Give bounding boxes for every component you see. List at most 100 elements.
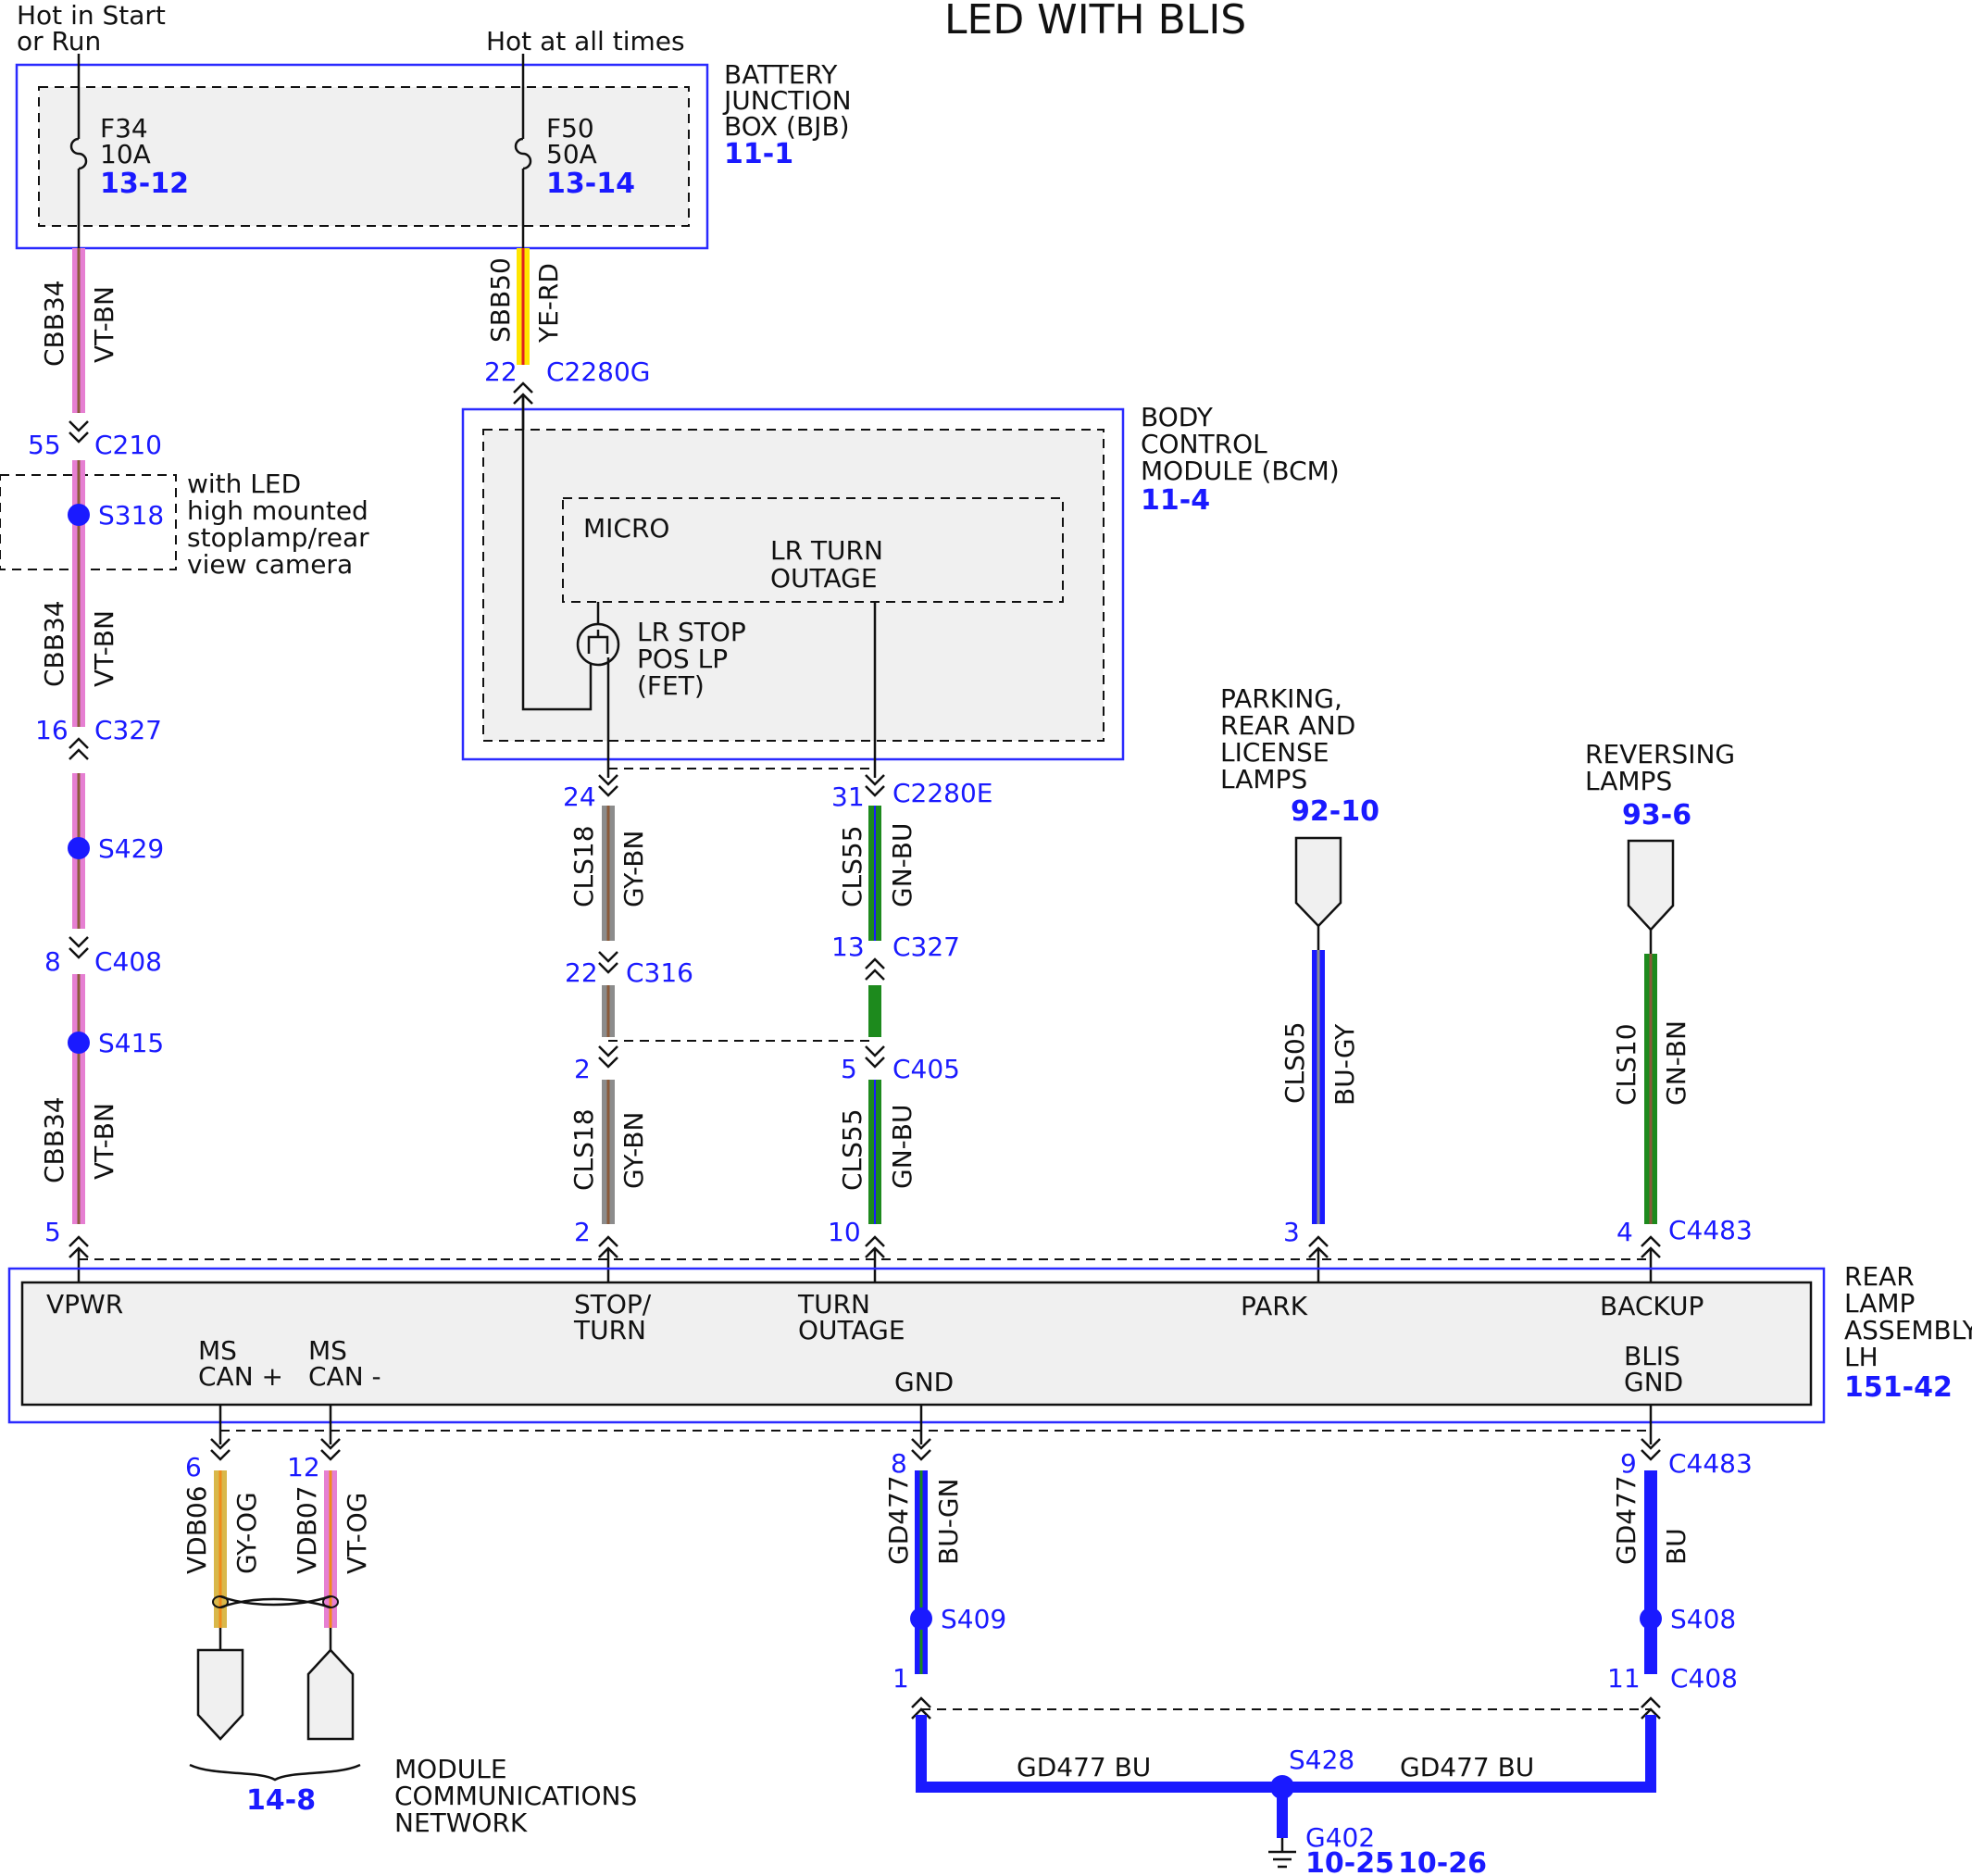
led-note-line4: view camera <box>187 549 353 580</box>
rear-lamp-ref[interactable]: 151-42 <box>1844 1371 1953 1404</box>
network-ref[interactable]: 14-8 <box>246 1784 316 1817</box>
g402-ref-2[interactable]: 10-26 <box>1398 1847 1487 1876</box>
cls18-segment-2 <box>602 985 615 1037</box>
led-note-line1: with LED <box>187 469 301 499</box>
fet-gate-icon <box>587 630 609 654</box>
cls55-segment-2 <box>868 985 881 1037</box>
reversing-label-line1: REVERSING <box>1585 739 1735 769</box>
parking-ref[interactable]: 92-10 <box>1291 795 1379 828</box>
gd477a-color: BU-GN <box>933 1479 964 1565</box>
pin-turn-line1: TURN <box>797 1289 870 1319</box>
can-minus-offpage-arrow-icon <box>306 1648 355 1741</box>
cbb34-segment-4 <box>72 974 85 1224</box>
rear-lamp-name-line2: LAMP <box>1844 1288 1915 1319</box>
c316-pin: 22 <box>565 957 598 988</box>
c408a-connector-icon <box>68 935 90 959</box>
f50-ref[interactable]: 13-14 <box>546 168 635 200</box>
c408a-pin: 8 <box>44 946 61 977</box>
sbb50-circuit: SBB50 <box>485 257 516 343</box>
reversing-ref[interactable]: 93-6 <box>1622 799 1691 832</box>
vdb06-color: GY-OG <box>231 1492 262 1574</box>
rear-lamp-box <box>7 1267 1826 1424</box>
cls05-circuit: CLS05 <box>1279 1021 1310 1104</box>
gnd-bus-right-label: GD477 BU <box>1400 1752 1534 1782</box>
supply-always-label: Hot at all times <box>486 26 685 56</box>
can-plus-pin: 6 <box>185 1452 202 1482</box>
bjb-ref[interactable]: 11-1 <box>724 138 793 170</box>
c2280e-b-name: C2280E <box>892 778 993 808</box>
parking-label-line2: REAR AND <box>1220 710 1355 741</box>
can-plus-offpage-arrow-icon <box>196 1648 244 1741</box>
c2280e-b-connector-icon <box>864 773 886 797</box>
sbb50-color: YE-RD <box>533 263 564 344</box>
cls18-segment-1 <box>602 806 615 941</box>
bcm-lr-stop-line3: (FET) <box>637 670 705 701</box>
bcm-box <box>461 407 1125 761</box>
s415-splice <box>68 1032 90 1054</box>
gd477a-segment <box>915 1470 928 1674</box>
pin-stop-line2: TURN <box>573 1315 646 1345</box>
c408b-r-name: C408 <box>1670 1663 1738 1694</box>
s429-label: S429 <box>98 833 164 864</box>
gnd-pin: 8 <box>891 1448 907 1479</box>
c210-name: C210 <box>94 430 162 460</box>
cls05-segment <box>1312 950 1325 1224</box>
pin-backup-label: BACKUP <box>1600 1291 1704 1321</box>
cls55-color-2: GN-BU <box>887 1105 917 1189</box>
c2280e-a-pin: 24 <box>563 782 596 812</box>
s428-label: S428 <box>1289 1745 1354 1775</box>
vdb06-segment <box>214 1470 227 1628</box>
bcm-lr-turn-line2: OUTAGE <box>770 563 878 594</box>
cls18-color-2: GY-BN <box>618 1112 649 1189</box>
s318-label: S318 <box>98 500 164 531</box>
bjb-box <box>15 63 709 250</box>
bcm-lr-stop-line2: POS LP <box>637 644 728 674</box>
cbb34-color-1: VT-BN <box>89 286 119 363</box>
bcm-name-line3: MODULE (BCM) <box>1141 456 1340 486</box>
gnd-bus-left-label: GD477 BU <box>1017 1752 1151 1782</box>
cls55-circuit-1: CLS55 <box>837 825 867 907</box>
bcm-lr-turn-line1: LR TURN <box>770 535 883 566</box>
cbb34-color-3: VT-BN <box>89 1103 119 1180</box>
bcm-micro-label: MICRO <box>583 513 669 544</box>
network-label-line2: COMMUNICATIONS <box>394 1781 637 1811</box>
c405-b-pin: 5 <box>841 1054 857 1084</box>
c327b-name: C327 <box>892 932 960 962</box>
turn-outage-pin: 10 <box>828 1217 861 1247</box>
c408b-l-pin: 1 <box>892 1663 909 1694</box>
s409-label: S409 <box>941 1604 1006 1634</box>
g402-ref-1[interactable]: 10-25 <box>1305 1847 1394 1876</box>
c4483-bot-pin: 9 <box>1620 1448 1637 1479</box>
bcm-inner <box>482 429 1105 742</box>
led-note-line3: stoplamp/rear <box>187 522 369 553</box>
cbb34-segment-2 <box>72 460 85 727</box>
cls10-color: GN-BN <box>1661 1020 1691 1106</box>
f34-ref[interactable]: 13-12 <box>100 168 189 200</box>
diagram-title: LED WITH BLIS <box>944 0 1246 44</box>
c2280e-a-connector-icon <box>597 773 619 797</box>
vdb07-segment <box>324 1470 337 1628</box>
vdb07-circuit: VDB07 <box>292 1485 322 1574</box>
parking-label-line1: PARKING, <box>1220 683 1342 714</box>
network-label-line1: MODULE <box>394 1754 507 1784</box>
cls55-segment-1 <box>868 806 881 941</box>
s415-label: S415 <box>98 1028 164 1058</box>
bcm-name-line2: CONTROL <box>1141 429 1267 459</box>
s409-splice <box>910 1607 932 1630</box>
cbb34-circuit-1: CBB34 <box>39 280 69 367</box>
led-option-box <box>0 474 177 570</box>
bcm-micro-box <box>562 497 1064 603</box>
cls55-color-1: GN-BU <box>887 823 917 907</box>
cbb34-circuit-3: CBB34 <box>39 1096 69 1183</box>
c4483-top-name: C4483 <box>1668 1215 1753 1245</box>
bcm-ref[interactable]: 11-4 <box>1141 484 1210 517</box>
sbb50-segment <box>517 248 530 365</box>
park-pin: 3 <box>1283 1217 1300 1247</box>
f50-id: F50 <box>546 113 594 144</box>
cls55-circuit-2: CLS55 <box>837 1108 867 1191</box>
s318-splice <box>68 504 90 526</box>
twist-left-loop <box>212 1595 229 1608</box>
c4483-bot-name: C4483 <box>1668 1448 1753 1479</box>
bjb-name-line2: JUNCTION <box>722 85 852 116</box>
cls10-circuit: CLS10 <box>1611 1023 1641 1106</box>
